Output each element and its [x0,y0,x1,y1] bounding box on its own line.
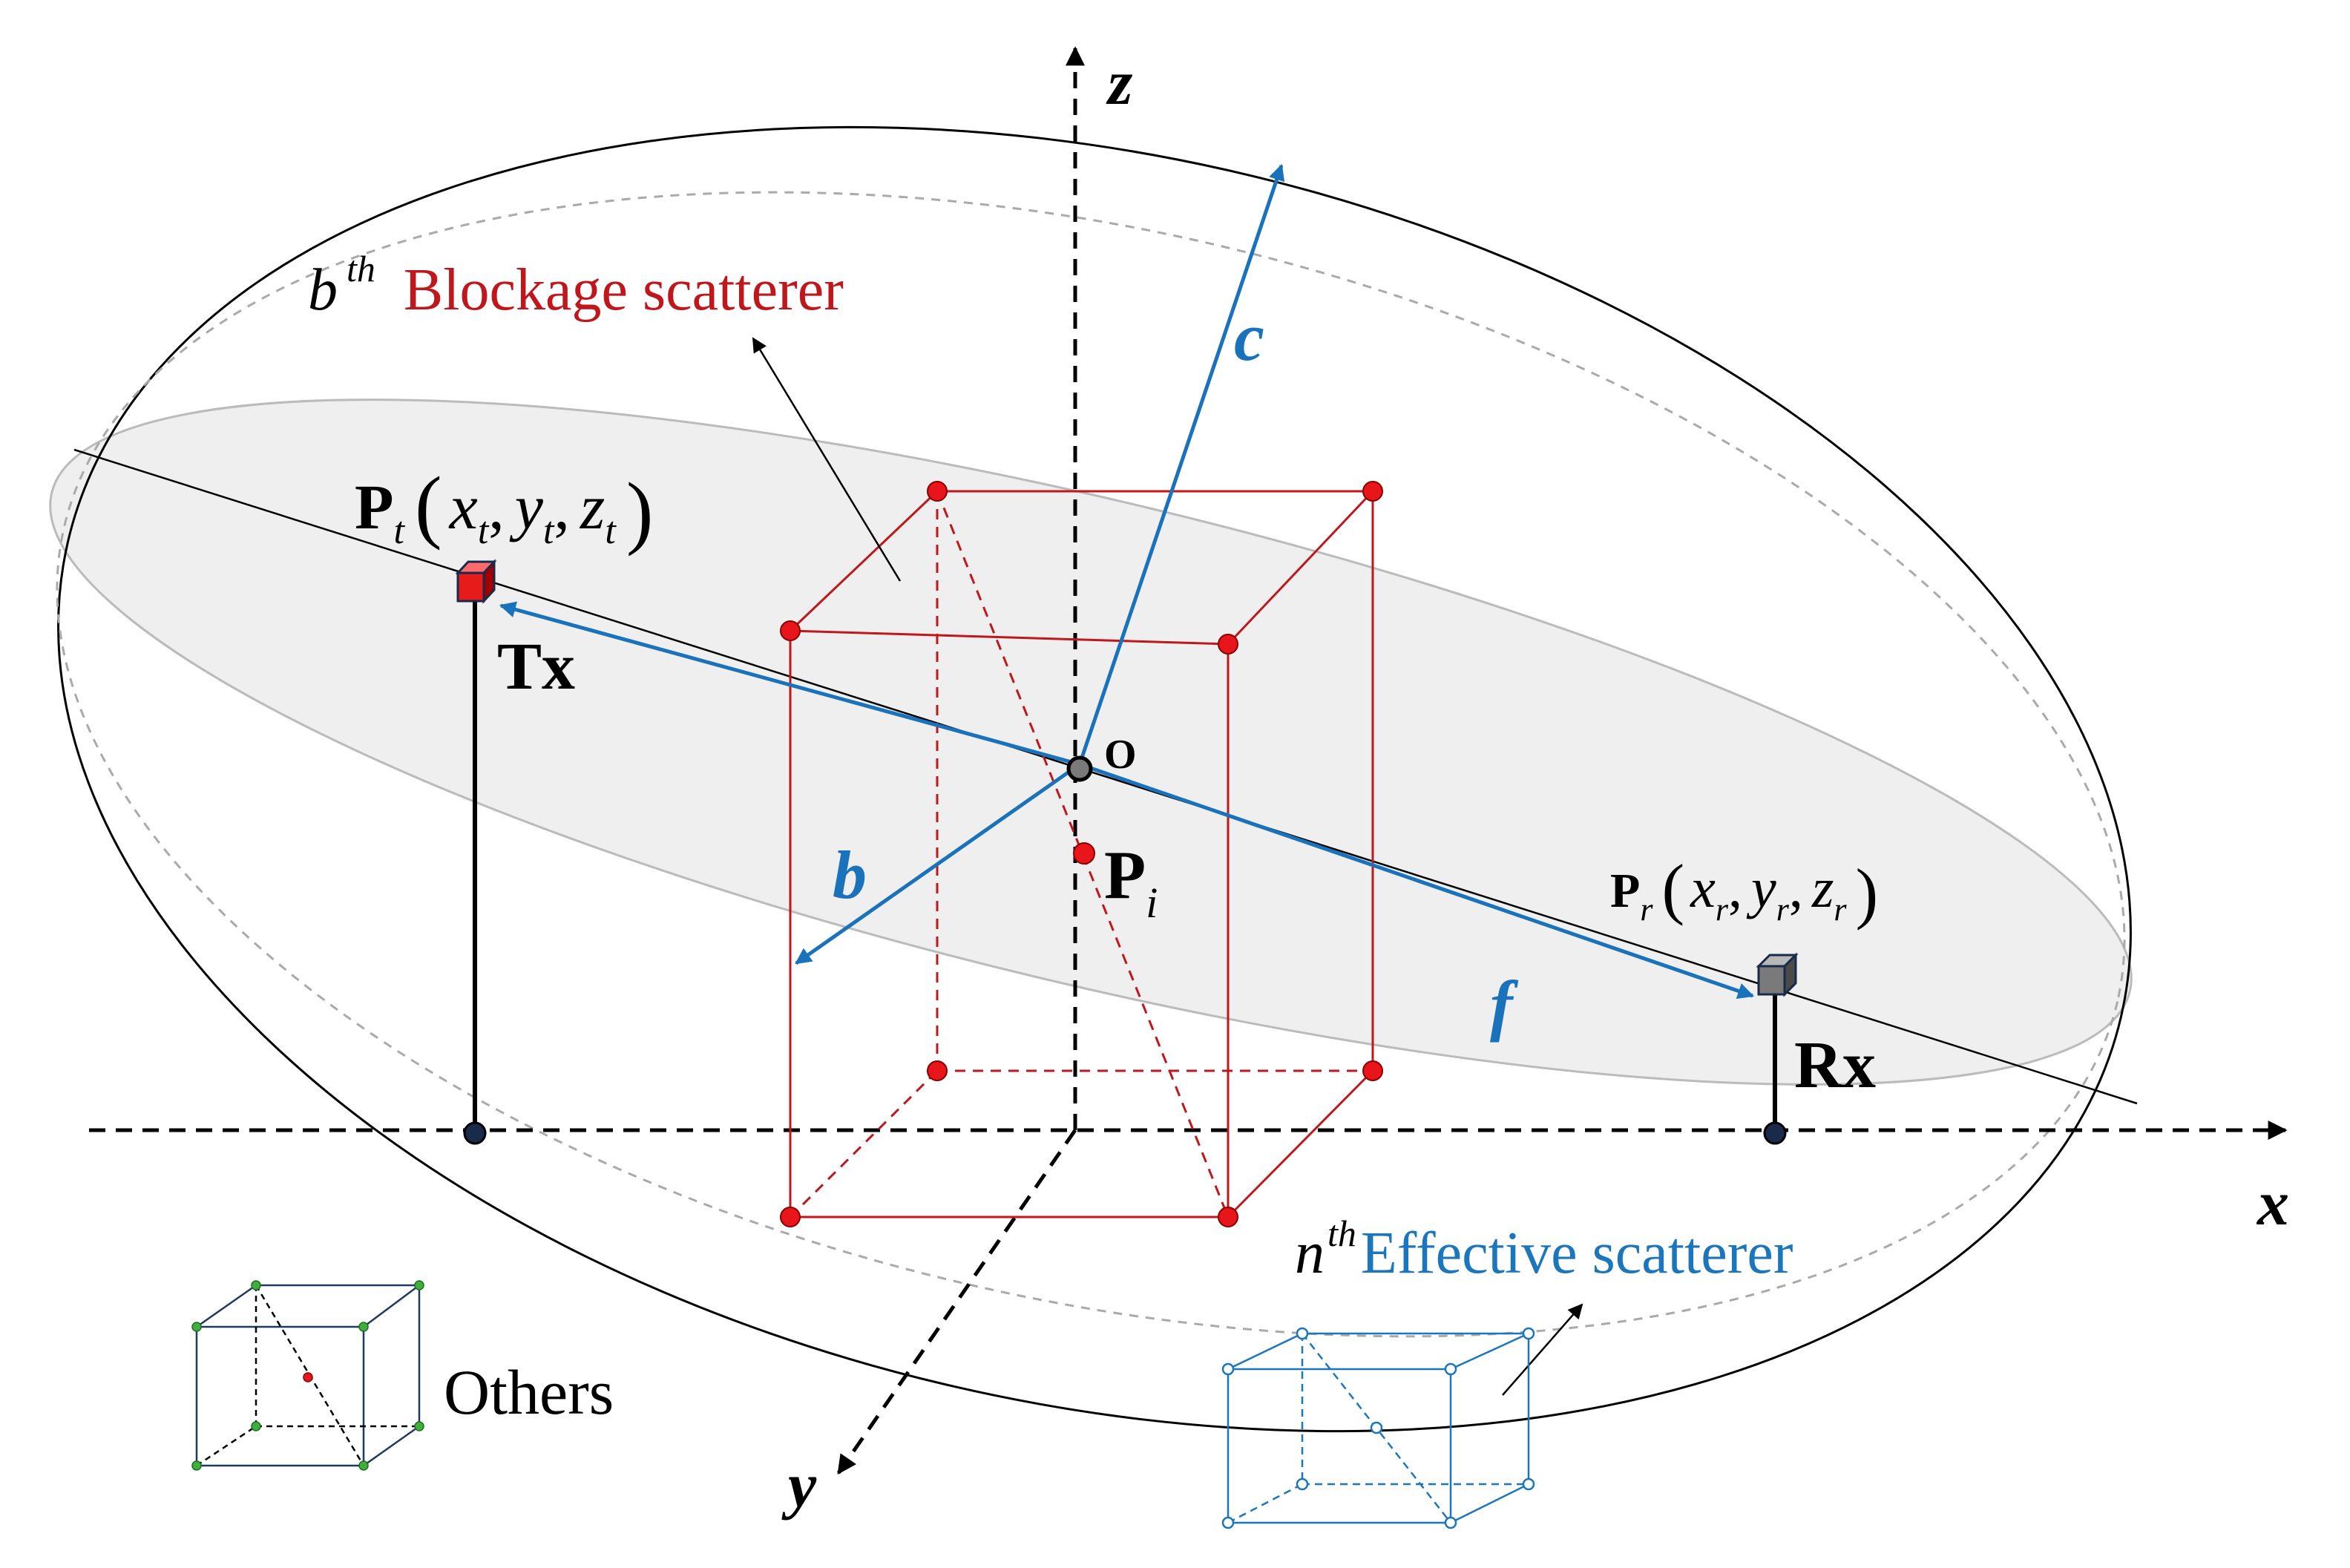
blockage-pointer-arrow [752,337,902,582]
tx-ground-point [463,1121,487,1145]
effective-index: n [1295,1221,1325,1286]
pt-close: ) [626,466,654,557]
effective-label: nthEffective scatterer [1295,1213,1793,1286]
pt-sub: t [394,510,406,552]
pr-sub: r [1640,891,1653,928]
tx-position-label: Pt(xt,yt,zt) [355,460,653,557]
origin-label: O [1104,732,1137,778]
blockage-cube-vertices [780,481,1383,1227]
rx-box [1756,952,1799,997]
pt-y-sub: t [543,510,555,552]
pr-z-sub: r [1834,891,1847,928]
pr-main: P [1610,864,1640,918]
inner-ellipsoid [49,398,2133,1086]
pr-comma-2: , [1789,857,1803,919]
blockage-superscript: th [347,248,375,289]
effective-cube [1227,1332,1530,1524]
pr-y: y [1746,857,1776,919]
pt-x-sub: t [478,510,490,552]
vector-f-to-tx [499,601,1080,767]
others-label: Others [444,1357,614,1428]
pi-main: P [1104,837,1146,913]
vector-f-to-rx [1079,762,1755,999]
effective-cube-vertices [1221,1327,1535,1529]
y-axis [836,1129,1077,1475]
origin-point [1066,755,1093,782]
pi-sub: i [1146,879,1158,927]
vector-b [795,762,1081,965]
pr-x-sub: r [1716,891,1729,928]
pr-x: x [1690,857,1716,919]
x-axis-label: x [2256,1167,2289,1239]
pt-main: P [355,471,394,542]
y-axis-label: y [781,1449,817,1521]
pi-point [1073,842,1095,865]
tx-box [455,559,497,604]
blockage-index: b [308,257,338,323]
rx-label: Rx [1794,1029,1876,1102]
effective-pointer-arrow [1502,1303,1583,1396]
pt-z: z [580,471,605,542]
pt-y: y [509,471,544,542]
pi-label: Pi [1104,837,1158,927]
pt-x: x [448,471,478,542]
vector-c [1077,163,1285,765]
pt-comma-1: , [488,471,505,542]
vector-c-label: c [1234,299,1264,375]
effective-text: Effective scatterer [1361,1221,1793,1286]
blockage-cube [789,490,1374,1218]
vector-b-label: b [833,837,867,913]
pt-comma-2: , [554,471,570,542]
outer-ellipsoid [57,125,2132,1433]
tx-rx-line [73,448,2138,1105]
pt-z-sub: t [605,510,617,552]
pr-close: ) [1856,855,1879,931]
others-center-dot [303,1372,313,1382]
pr-z: z [1811,857,1834,919]
pr-y-sub: r [1776,891,1790,928]
pr-comma-1: , [1728,857,1742,919]
pt-open: ( [415,460,442,551]
rx-position-label: Pr(xr,yr,zr) [1610,850,1878,931]
others-cube-vertices [191,1280,424,1471]
z-axis-label: z [1106,47,1133,118]
ellipsoid-dashed-outline [56,191,2126,1338]
blockage-text: Blockage scatterer [404,257,844,323]
rx-ground-point [1763,1121,1787,1145]
effective-superscript: th [1327,1213,1356,1254]
others-cube [195,1284,421,1467]
tx-label: Tx [497,630,575,703]
pr-open: ( [1661,850,1684,926]
